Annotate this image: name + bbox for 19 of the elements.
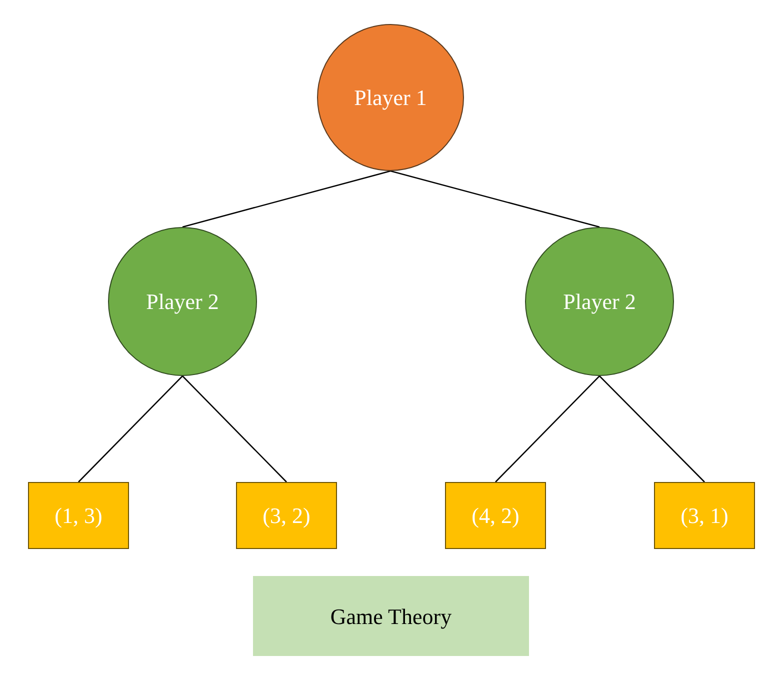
node-label: Game Theory	[330, 602, 452, 631]
payoff-box	[28, 482, 129, 549]
node-label: (3, 2)	[262, 502, 310, 530]
node-label: Player 2	[146, 288, 219, 316]
node-label: (4, 2)	[472, 502, 520, 530]
payoff-box	[236, 482, 337, 549]
node-label: Player 2	[563, 288, 636, 316]
tree-branch-line	[182, 170, 391, 228]
node-label: (1, 3)	[54, 502, 102, 530]
tree-branch-line	[390, 170, 600, 228]
node-label: Player 1	[354, 84, 427, 112]
tree-branch-line	[182, 376, 287, 482]
title-box	[253, 576, 529, 656]
node-label: (3, 1)	[680, 502, 728, 530]
tree-branch-line	[78, 376, 183, 482]
tree-branch-line	[599, 376, 705, 482]
tree-branch-line	[495, 376, 600, 482]
payoff-box	[654, 482, 755, 549]
payoff-box	[445, 482, 546, 549]
